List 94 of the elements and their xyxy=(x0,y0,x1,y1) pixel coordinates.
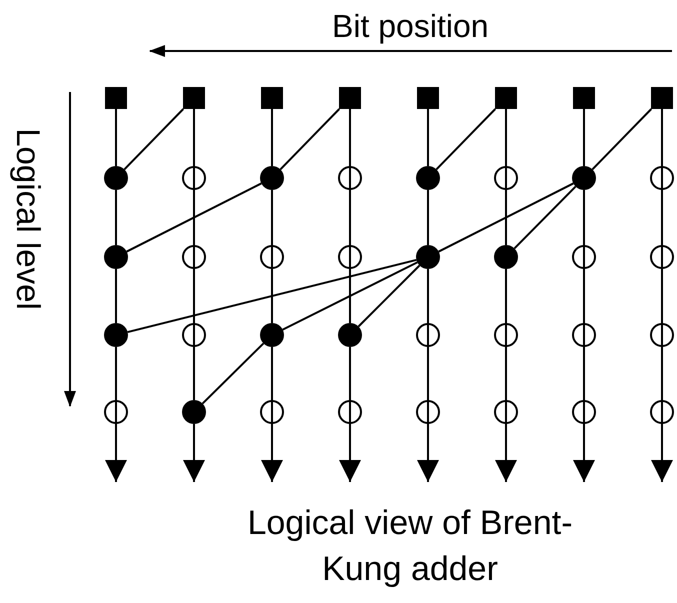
connector-line xyxy=(427,190,429,245)
filled-dot xyxy=(182,400,206,424)
connector-line xyxy=(271,269,273,323)
input-square xyxy=(651,87,673,109)
connector-line xyxy=(124,108,184,170)
connector-line xyxy=(505,190,507,245)
connector-line xyxy=(271,109,273,166)
filled-dot xyxy=(494,245,518,269)
connector-line xyxy=(505,109,507,166)
filled-dot xyxy=(260,166,284,190)
connector-line xyxy=(583,109,585,166)
input-square xyxy=(261,87,283,109)
filled-dot xyxy=(104,166,128,190)
connector-line xyxy=(193,347,195,400)
arrow xyxy=(339,424,361,482)
connector-line xyxy=(583,347,585,400)
connector-line xyxy=(427,347,429,400)
connector-line xyxy=(438,182,574,252)
connector-line xyxy=(592,108,652,170)
connector-line xyxy=(505,269,507,323)
connector-line xyxy=(427,109,429,166)
connector-line xyxy=(349,269,351,323)
connector-line xyxy=(583,190,585,245)
filled-dot xyxy=(572,166,596,190)
hollow-circle xyxy=(416,400,440,424)
connector-line xyxy=(349,190,351,245)
hollow-circle xyxy=(182,323,206,347)
filled-dot xyxy=(416,166,440,190)
connector-line xyxy=(115,269,117,323)
input-square xyxy=(417,87,439,109)
arrow xyxy=(261,424,283,482)
filled-dot xyxy=(260,323,284,347)
connector-line xyxy=(661,347,663,400)
axis-label: Logical level xyxy=(9,127,47,312)
connector-line xyxy=(661,190,663,245)
arrow xyxy=(651,424,673,482)
filled-dot xyxy=(104,245,128,269)
connector-line xyxy=(427,269,429,323)
connector-line xyxy=(436,108,496,170)
hollow-circle xyxy=(338,166,362,190)
filled-dot xyxy=(416,245,440,269)
connector-line xyxy=(505,347,507,400)
arrow xyxy=(183,424,205,482)
hollow-circle xyxy=(104,400,128,424)
input-square xyxy=(573,87,595,109)
connector-line xyxy=(661,109,663,166)
input-square xyxy=(495,87,517,109)
filled-dot xyxy=(104,323,128,347)
hollow-circle xyxy=(650,323,674,347)
hollow-circle xyxy=(182,245,206,269)
connector-line xyxy=(193,109,195,166)
input-square xyxy=(183,87,205,109)
connector-line xyxy=(115,109,117,166)
connector-line xyxy=(514,186,576,250)
connector-line xyxy=(115,190,117,245)
input-square xyxy=(339,87,361,109)
connector-line xyxy=(271,190,273,245)
caption: Logical view of Brent-Kung adder xyxy=(246,503,574,590)
connector-line xyxy=(126,182,262,252)
hollow-circle xyxy=(260,400,284,424)
connector-line xyxy=(115,347,117,400)
filled-dot xyxy=(338,323,362,347)
connector-line xyxy=(193,190,195,245)
axis-label: Bit position xyxy=(332,8,489,45)
hollow-circle xyxy=(572,400,596,424)
hollow-circle xyxy=(494,166,518,190)
hollow-circle xyxy=(260,245,284,269)
input-square xyxy=(105,87,127,109)
arrow xyxy=(417,424,439,482)
hollow-circle xyxy=(338,400,362,424)
hollow-circle xyxy=(182,166,206,190)
hollow-circle xyxy=(338,245,362,269)
connector-line xyxy=(271,347,273,400)
arrow xyxy=(105,424,127,482)
connector-line xyxy=(280,108,340,170)
hollow-circle xyxy=(650,245,674,269)
hollow-circle xyxy=(494,400,518,424)
hollow-circle xyxy=(650,400,674,424)
hollow-circle xyxy=(650,166,674,190)
connector-line xyxy=(661,269,663,323)
connector-line xyxy=(349,347,351,400)
hollow-circle xyxy=(416,323,440,347)
arrow xyxy=(495,424,517,482)
connector-line xyxy=(358,264,420,328)
arrow xyxy=(573,424,595,482)
connector-line xyxy=(193,269,195,323)
hollow-circle xyxy=(494,323,518,347)
connector-line xyxy=(127,258,417,334)
hollow-circle xyxy=(572,245,596,269)
hollow-circle xyxy=(572,323,596,347)
connector-line xyxy=(583,269,585,323)
connector-line xyxy=(349,109,351,166)
connector-line xyxy=(282,261,418,331)
connector-line xyxy=(202,342,264,404)
